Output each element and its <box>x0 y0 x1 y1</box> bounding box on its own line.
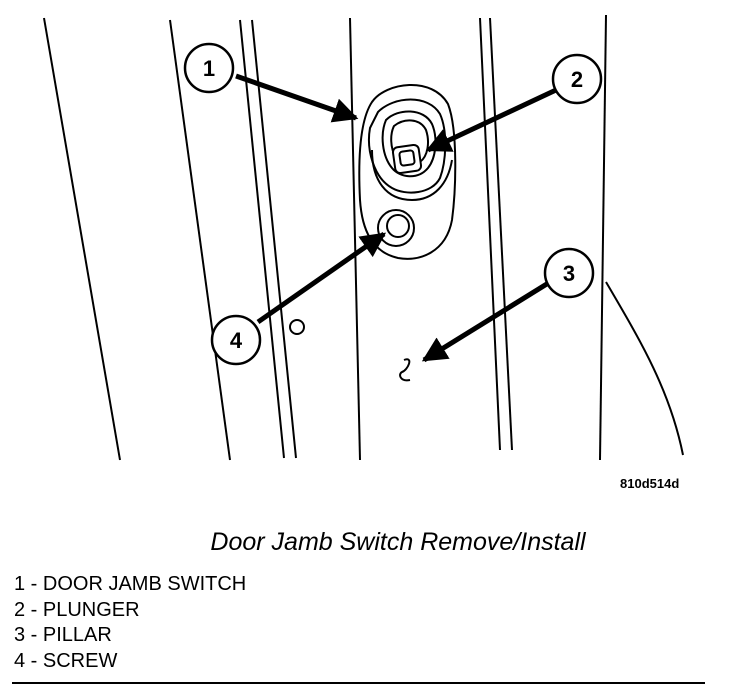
legend-item: 2 - PLUNGER <box>14 598 140 621</box>
figure-reference-code: 810d514d <box>620 476 680 491</box>
legend-item: 3 - PILLAR <box>14 624 112 646</box>
callout-4-number: 4 <box>230 328 243 353</box>
pillar-outline <box>43 14 684 461</box>
figure-caption: Door Jamb Switch Remove/Install <box>0 528 736 557</box>
callout-1: 1 <box>183 42 235 94</box>
door-jamb-switch-diagram: 1 2 3 4 <box>43 14 684 461</box>
callout-4: 4 <box>210 314 262 366</box>
bottom-rule <box>12 682 705 684</box>
figure-caption-text: Door Jamb Switch Remove/Install <box>210 528 586 556</box>
callout-1-number: 1 <box>203 56 215 81</box>
screw <box>377 209 415 247</box>
callout-2-number: 2 <box>571 67 583 92</box>
pillar-hole <box>289 319 305 335</box>
legend-item: 1 - DOOR JAMB SWITCH <box>14 573 247 595</box>
pillar-mark <box>399 358 411 382</box>
plunger <box>391 143 423 175</box>
callout-leaders <box>235 73 558 363</box>
callout-3: 3 <box>543 247 595 299</box>
callout-3-number: 3 <box>563 261 575 286</box>
legend-item: 4 - SCREW <box>14 649 118 672</box>
legend: 1 - DOOR JAMB SWITCH 2 - PLUNGER 3 - PIL… <box>14 572 246 674</box>
callout-2: 2 <box>551 53 603 105</box>
